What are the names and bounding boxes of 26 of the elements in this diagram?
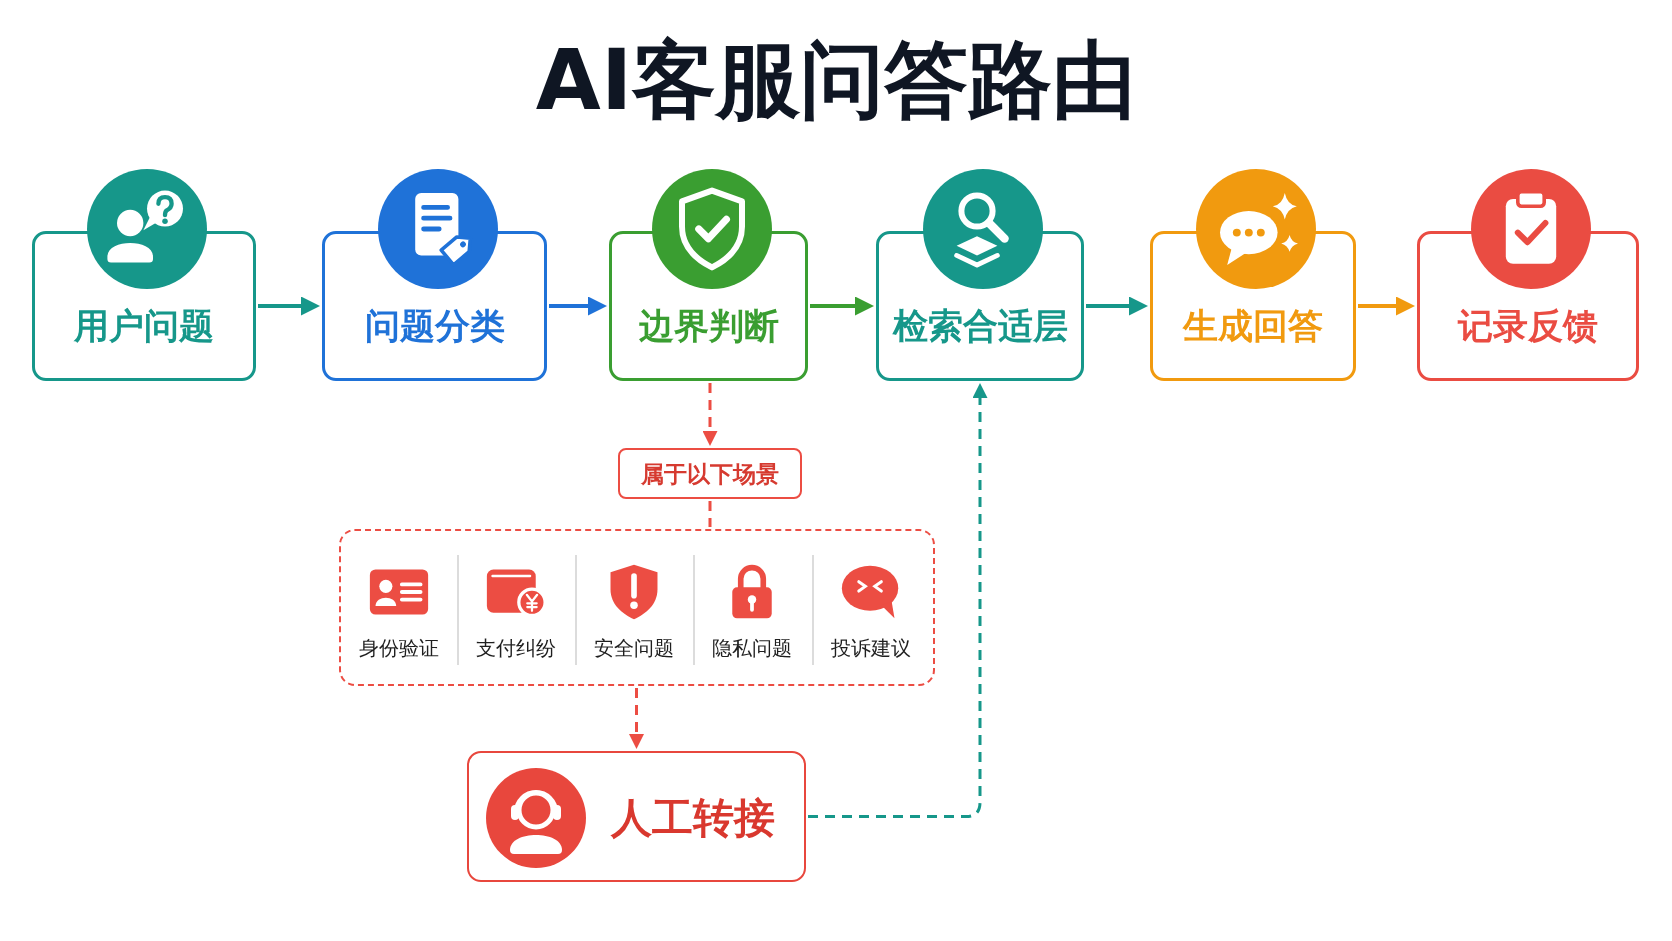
scenario-label: 安全问题	[594, 635, 674, 661]
arrow	[810, 296, 874, 316]
step-label: 边界判断	[638, 305, 779, 347]
dashed-arrow	[808, 383, 988, 818]
step-label: 记录反馈	[1458, 305, 1598, 347]
arrow	[549, 296, 607, 316]
condition-label: 属于以下场景	[640, 460, 779, 489]
handoff-label: 人工转接	[611, 793, 775, 843]
dashed-group-box	[339, 529, 935, 686]
step-label: 生成回答	[1183, 305, 1323, 347]
arrow	[258, 296, 320, 316]
step-label: 检索合适层	[892, 305, 1068, 347]
arrow	[1086, 296, 1148, 316]
step-label: 用户问题	[74, 305, 214, 347]
condition-box	[618, 448, 802, 499]
step-label: 问题分类	[364, 305, 505, 347]
title: AI客服问答路由	[535, 30, 1137, 131]
arrow	[1358, 296, 1415, 316]
dashed-arrow	[629, 688, 644, 749]
scenario-label: 隐私问题	[712, 635, 792, 661]
scenario-label: 身份验证	[359, 635, 439, 661]
scenario-label: 投诉建议	[831, 635, 911, 661]
scenario-label: 支付纠纷	[476, 635, 556, 661]
process-box	[467, 751, 806, 882]
dashed-arrow	[702, 383, 718, 446]
dashed-line	[708, 501, 712, 527]
